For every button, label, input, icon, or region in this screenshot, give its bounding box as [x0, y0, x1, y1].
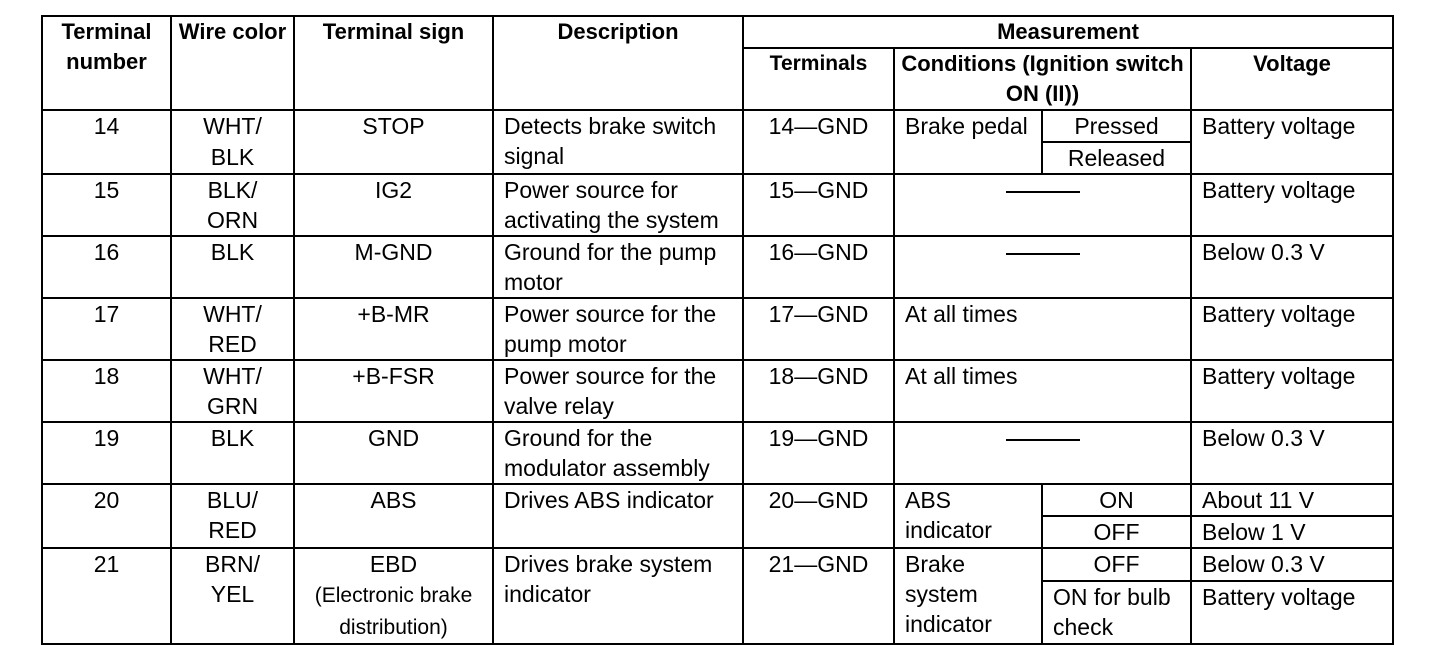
- cell-terminals: 14—GND: [742, 109, 895, 175]
- cell-wire-color: BLK/ORN: [170, 173, 295, 237]
- cell-voltage: Battery voltage: [1189, 579, 1395, 645]
- cell-voltage: Below 1 V: [1189, 515, 1395, 549]
- header-conditions: Conditions (Ignition switch ON (II)): [893, 47, 1192, 111]
- cell-terminals: 21—GND: [742, 547, 895, 645]
- cell-condition-none: [893, 173, 1192, 237]
- cell-description: Detects brake switch signal: [492, 109, 744, 175]
- cell-terminals: 16—GND: [742, 235, 895, 299]
- cell-description: Power source for the valve relay: [492, 359, 744, 423]
- cell-condition-sub: Released: [1041, 141, 1192, 175]
- cell-voltage: Battery voltage: [1189, 173, 1395, 237]
- cell-condition-none: [893, 235, 1192, 299]
- cell-description: Ground for the pump motor: [492, 235, 744, 299]
- header-measurement: Measurement: [741, 15, 1395, 49]
- cell-terminal-sign: IG2: [293, 173, 494, 237]
- cell-voltage: Battery voltage: [1189, 359, 1395, 423]
- cell-condition-sub: OFF: [1041, 547, 1192, 582]
- cell-terminal-number: 15: [41, 173, 172, 237]
- header-wire-color: Wire color: [170, 15, 295, 111]
- dash-mark: [1005, 252, 1080, 255]
- cell-wire-color: BLK: [170, 235, 295, 299]
- cell-wire-color: BLU/RED: [170, 483, 295, 549]
- cell-description: Drives ABS indicator: [492, 483, 744, 549]
- cell-terminal-sign: GND: [293, 421, 494, 485]
- cell-wire-color: BRN/YEL: [170, 547, 295, 645]
- cell-wire-color-2: BLK: [170, 142, 295, 175]
- header-terminal-number: Terminal number: [41, 15, 172, 111]
- cell-terminal-sign: EBD (Electronic brake distribution): [293, 547, 494, 645]
- terminal-sign-main: EBD: [369, 551, 418, 577]
- cell-terminal-number: 18: [41, 359, 172, 423]
- cell-condition-sub: Pressed: [1041, 109, 1192, 143]
- cell-condition: Brake system indicator: [893, 547, 1043, 645]
- cell-voltage: Battery voltage: [1189, 297, 1395, 361]
- cell-condition-sub: ON: [1041, 483, 1192, 517]
- wire-color-line-1: WHT/: [203, 301, 262, 327]
- cell-terminals: 15—GND: [742, 173, 895, 237]
- header-terminal-sign: Terminal sign: [293, 15, 494, 111]
- cell-terminals: 19—GND: [742, 421, 895, 485]
- wire-color-line-2: RED: [208, 331, 257, 357]
- cell-terminal-sign: +B-MR: [293, 297, 494, 361]
- cell-condition: At all times: [893, 297, 1192, 361]
- cell-condition: At all times: [893, 359, 1192, 423]
- cell-wire-color: WHT/: [170, 109, 295, 142]
- cell-terminals: 17—GND: [742, 297, 895, 361]
- cell-wire-color: WHT/GRN: [170, 359, 295, 423]
- cell-terminals: 18—GND: [742, 359, 895, 423]
- cell-voltage: About 11 V: [1189, 483, 1395, 517]
- cell-terminal-sign: +B-FSR: [293, 359, 494, 423]
- dash-mark: [1005, 438, 1080, 441]
- cell-voltage: Below 0.3 V: [1189, 547, 1395, 582]
- wire-color-line-1: BRN/: [205, 551, 260, 577]
- cell-terminal-sign: ABS: [293, 483, 494, 549]
- terminal-table: Terminal number Wire color Terminal sign…: [41, 15, 1395, 645]
- cell-voltage: Battery voltage: [1189, 109, 1395, 175]
- cell-condition-sub: OFF: [1041, 515, 1192, 549]
- cell-description: Ground for the modulator assembly: [492, 421, 744, 485]
- header-description: Description: [492, 15, 744, 111]
- header-terminals: Terminals: [742, 47, 895, 111]
- cell-description: Power source for the pump motor: [492, 297, 744, 361]
- terminal-sign-detail: (Electronic brake distribution): [314, 584, 473, 639]
- cell-terminal-number: 14: [41, 109, 172, 175]
- cell-terminals: 20—GND: [742, 483, 895, 549]
- cell-terminal-number: 21: [41, 547, 172, 645]
- cell-terminal-number: 19: [41, 421, 172, 485]
- cell-terminal-number: 20: [41, 483, 172, 549]
- cell-wire-color: WHT/RED: [170, 297, 295, 361]
- wire-color-line-1: BLU/: [206, 487, 259, 513]
- wire-color-line-2: YEL: [210, 581, 255, 607]
- header-voltage: Voltage: [1189, 47, 1395, 111]
- cell-wire-color: BLK: [170, 421, 295, 485]
- cell-voltage: Below 0.3 V: [1189, 421, 1395, 485]
- cell-condition-sub: ON for bulb check: [1041, 579, 1192, 645]
- cell-description: Drives brake system indicator: [492, 547, 744, 645]
- cell-voltage: Below 0.3 V: [1189, 235, 1395, 299]
- cell-condition-none: [893, 421, 1192, 485]
- cell-terminal-number: 17: [41, 297, 172, 361]
- cell-description: Power source for activating the system: [492, 173, 744, 237]
- wire-color-line-2: GRN: [206, 393, 259, 419]
- wire-color-line-1: WHT/: [203, 363, 262, 389]
- cell-terminal-sign: M-GND: [293, 235, 494, 299]
- cell-condition: ABS indicator: [893, 483, 1043, 549]
- dash-mark: [1005, 190, 1080, 193]
- wire-color-line-2: RED: [208, 517, 257, 543]
- cell-terminal-sign: STOP: [293, 109, 494, 175]
- cell-condition: Brake pedal: [893, 109, 1043, 175]
- wire-color-line-1: BLK/: [207, 177, 258, 203]
- cell-terminal-number: 16: [41, 235, 172, 299]
- wire-color-line-2: ORN: [206, 207, 259, 233]
